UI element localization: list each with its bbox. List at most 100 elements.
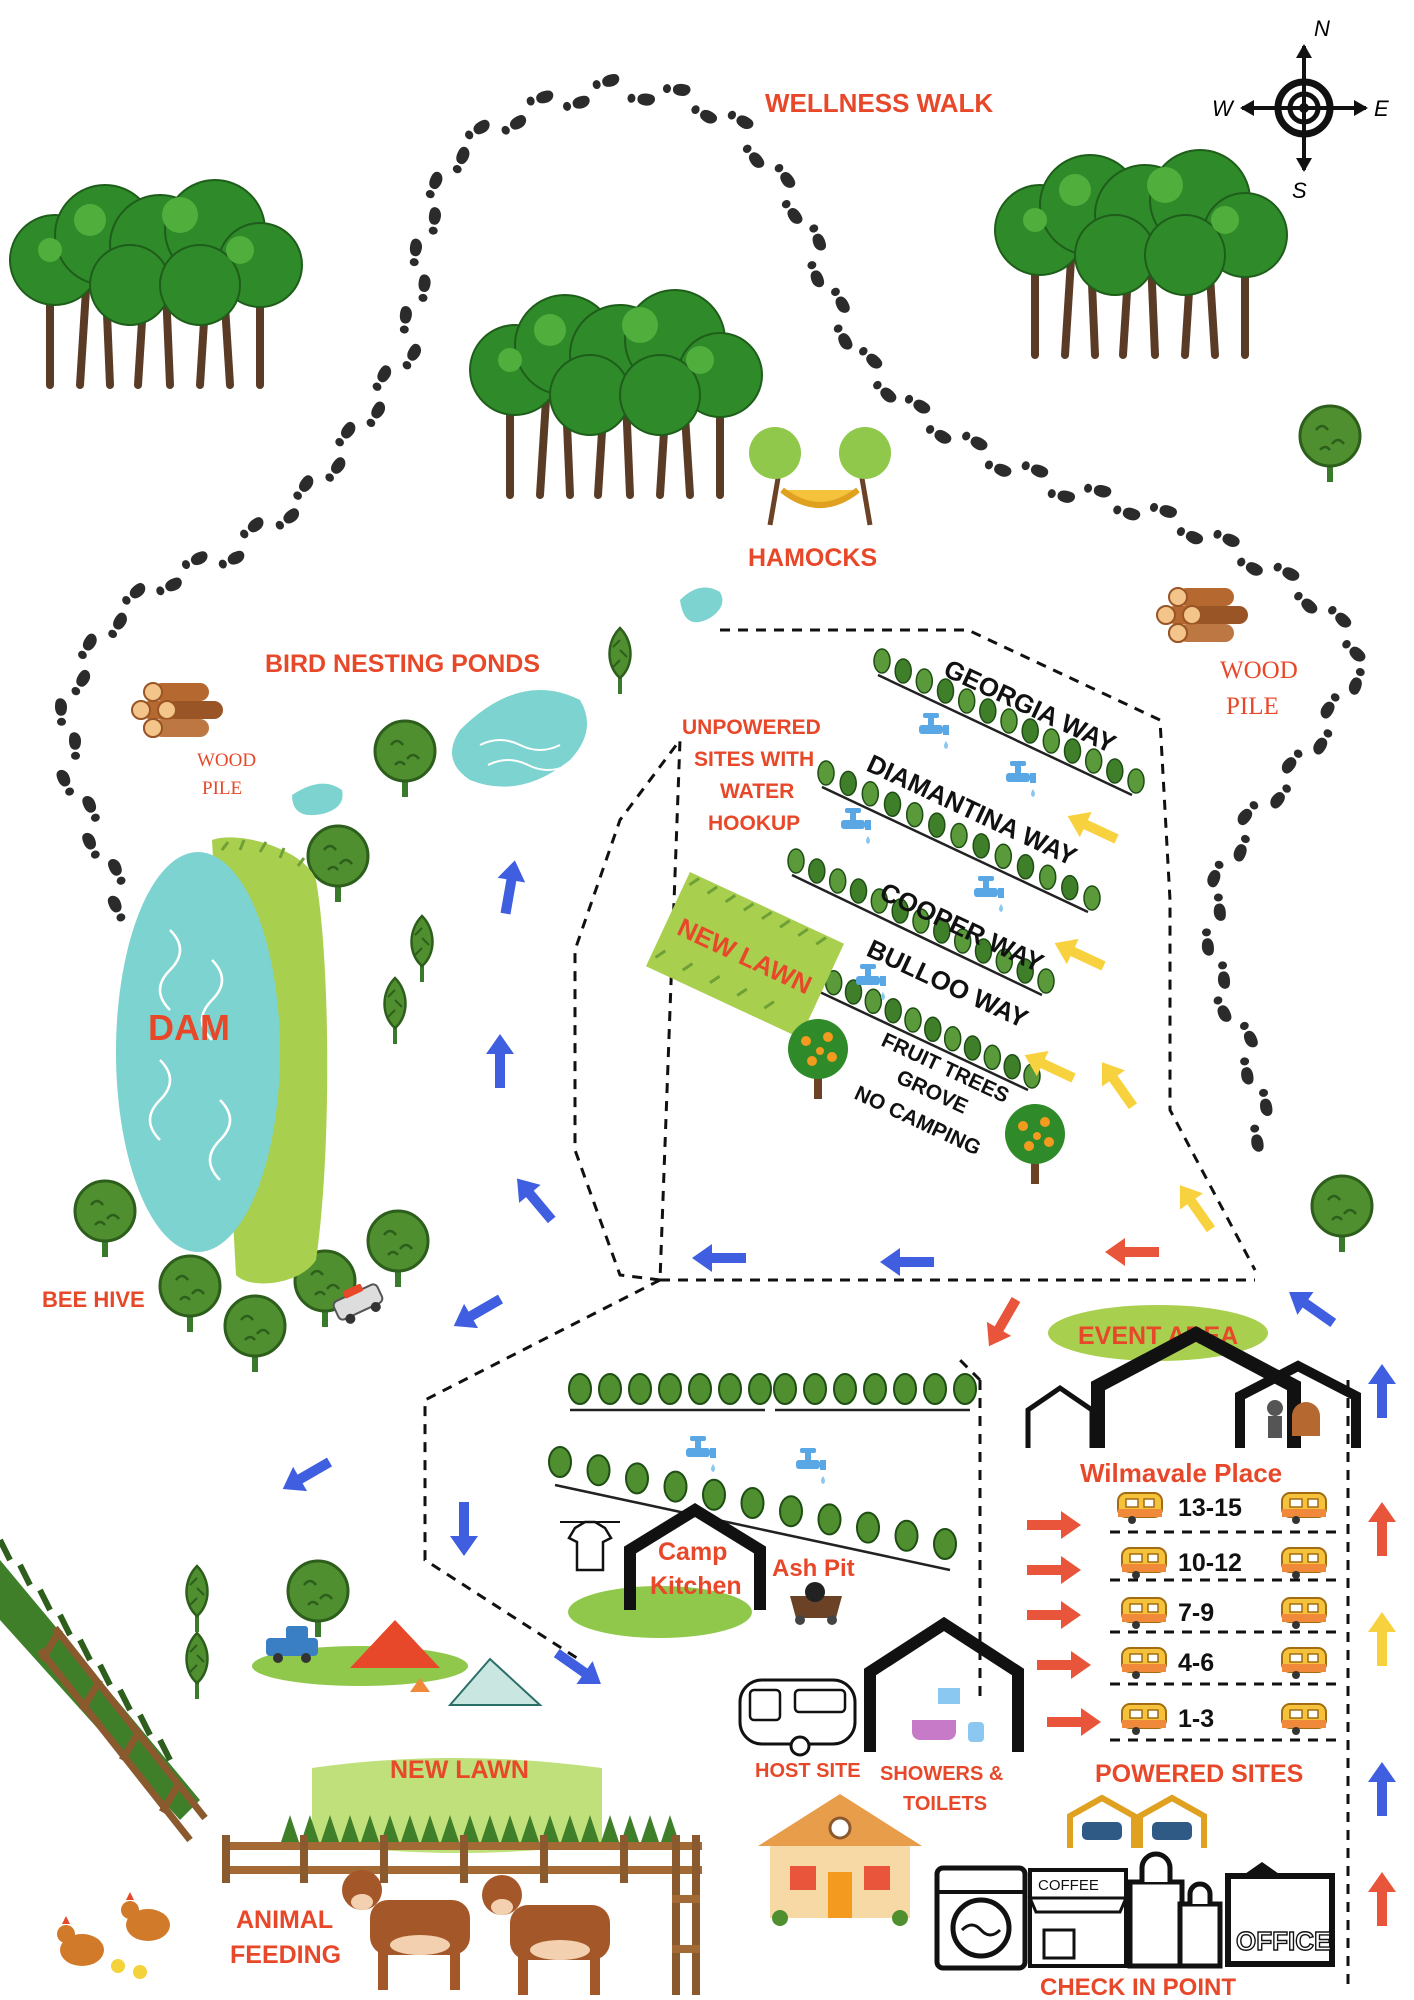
bee-hive-label[interactable]: BEE HIVE xyxy=(42,1287,145,1312)
footprint-icon xyxy=(237,514,267,541)
powered-zone-boundary xyxy=(978,1380,1350,1990)
coffee-label: COFFEE xyxy=(1038,1877,1099,1894)
camp-kitchen-label: Kitchen xyxy=(650,1572,742,1600)
powered-site-row-label[interactable]: 10-12 xyxy=(1178,1549,1242,1577)
hedge-tree-icon xyxy=(779,1495,803,1528)
footprint-icon xyxy=(772,161,798,191)
hedge-tree-icon xyxy=(803,1373,827,1405)
fence-diagonal xyxy=(37,1625,208,1843)
footprint-icon xyxy=(80,830,102,861)
hedge-tree-icon xyxy=(891,898,909,924)
compass-rose: N S E W xyxy=(1212,16,1389,203)
footprint-icon xyxy=(1111,502,1142,523)
hedge-tree-icon xyxy=(870,888,889,914)
animal-feeding-label[interactable]: ANIMAL xyxy=(236,1906,333,1934)
showers-toilets-label[interactable]: SHOWERS & xyxy=(880,1763,1003,1785)
caravan-icon xyxy=(1281,1647,1327,1680)
footprint-icon xyxy=(1238,1056,1255,1086)
hedge-trees xyxy=(785,648,1145,1089)
hedge-tree-icon xyxy=(963,1035,982,1061)
water-tap-icon xyxy=(919,713,949,749)
footprint-icon xyxy=(55,698,67,726)
footprint-icon xyxy=(1046,486,1077,505)
footprint-icon xyxy=(923,421,954,447)
footprint-icon xyxy=(416,273,432,303)
footprint-icon xyxy=(290,473,317,503)
powered-site-row-label[interactable]: 4-6 xyxy=(1178,1649,1214,1677)
hedge-tree-icon xyxy=(1084,748,1103,774)
dam: DAM xyxy=(116,837,328,1284)
tree-icon xyxy=(1298,404,1362,484)
unpowered-sites-label[interactable]: UNPOWERED xyxy=(682,716,821,739)
powered-sites-label[interactable]: POWERED SITES xyxy=(1095,1760,1303,1788)
tree-icon xyxy=(366,1209,430,1289)
hedge-tree-icon xyxy=(1021,718,1039,744)
new-lawn-center: NEW LAWN xyxy=(645,871,845,1039)
ash-pit-icon xyxy=(790,1582,842,1625)
footprint-icon xyxy=(1317,691,1343,721)
hedge-tree-icon xyxy=(884,997,902,1024)
hedge-tree-icon xyxy=(688,1373,712,1405)
footprint-icon xyxy=(1082,480,1113,500)
hedge-tree-icon xyxy=(1083,885,1101,911)
hedge-tree-icon xyxy=(994,843,1013,870)
bird-nesting-ponds-label[interactable]: BIRD NESTING PONDS xyxy=(265,650,540,678)
hedge-tree-icon xyxy=(808,858,826,884)
hedge-tree-icon xyxy=(817,760,835,786)
hedge-tree-icon xyxy=(856,1511,880,1544)
new-lawn-bottom-label[interactable]: NEW LAWN xyxy=(390,1756,529,1784)
check-in-point-label[interactable]: CHECK IN POINT xyxy=(1040,1974,1236,2000)
footprint-icon xyxy=(69,732,81,760)
wellness-walk-label[interactable]: WELLNESS WALK xyxy=(765,88,993,118)
dam-label[interactable]: DAM xyxy=(148,1007,230,1048)
hamocks-label[interactable]: HAMOCKS xyxy=(748,544,877,572)
host-site-label[interactable]: HOST SITE xyxy=(755,1760,861,1782)
hedge-tree-icon xyxy=(1042,728,1061,754)
showers-toilets-icon xyxy=(864,1616,1024,1752)
powered-site-rows xyxy=(1110,1530,1340,1742)
footprint-icon xyxy=(1271,559,1302,584)
footprint-icon xyxy=(1346,666,1368,697)
host-caravan-icon xyxy=(738,1678,857,1757)
compass-south: S xyxy=(1292,178,1307,203)
footprint-icon xyxy=(179,549,210,572)
footprint-icon xyxy=(591,72,621,91)
compass-east: E xyxy=(1374,96,1389,121)
camp-kitchen-label[interactable]: Camp xyxy=(658,1538,727,1566)
footprint-icon xyxy=(74,631,100,662)
footprint-icon xyxy=(1174,523,1205,548)
water-tap-icon xyxy=(1006,761,1036,797)
footprint-icon xyxy=(105,893,128,924)
hedge-tree-icon xyxy=(817,1503,842,1536)
footprint-icon xyxy=(1234,554,1265,579)
carport-icon xyxy=(1067,1794,1207,1848)
footprint-icon xyxy=(1248,1123,1265,1153)
hedge-tree-icon xyxy=(663,1470,688,1503)
coffee-shop-icon: COFFEE xyxy=(1027,1868,1129,1968)
hedge-tree-icon xyxy=(953,1373,977,1405)
cow-icon xyxy=(342,1870,610,1995)
caravan-icon xyxy=(1281,1547,1327,1580)
footprint-icon xyxy=(662,81,692,97)
hedge-tree-icon xyxy=(1106,758,1124,784)
powered-site-row-label[interactable]: 7-9 xyxy=(1178,1599,1214,1627)
caravan-icon xyxy=(1281,1703,1327,1736)
hedge-tree-icon xyxy=(1038,864,1057,890)
footprint-icon xyxy=(407,237,424,267)
hedge-tree-icon xyxy=(833,1373,857,1405)
wood-pile-label-left: PILE xyxy=(202,778,242,799)
hedge-rows xyxy=(789,673,1133,1092)
footprint-icon xyxy=(805,259,826,290)
ash-pit-label[interactable]: Ash Pit xyxy=(772,1555,855,1582)
footprint-icon xyxy=(561,94,592,113)
powered-site-row-label[interactable]: 13-15 xyxy=(1178,1494,1242,1522)
powered-site-row-label[interactable]: 1-3 xyxy=(1178,1705,1214,1733)
footprint-icon xyxy=(105,610,130,641)
hedge-tree-icon xyxy=(839,770,857,797)
powered-sites-list: 13-15 10-12 7-9 4-6 1-3 xyxy=(1117,1492,1327,1736)
caravan-icon xyxy=(1281,1597,1327,1630)
wilmavale-place-label[interactable]: Wilmavale Place xyxy=(1080,1458,1282,1488)
water-tap-icon xyxy=(974,876,1004,912)
footprint-icon xyxy=(779,197,805,227)
footprint-icon xyxy=(68,667,94,698)
